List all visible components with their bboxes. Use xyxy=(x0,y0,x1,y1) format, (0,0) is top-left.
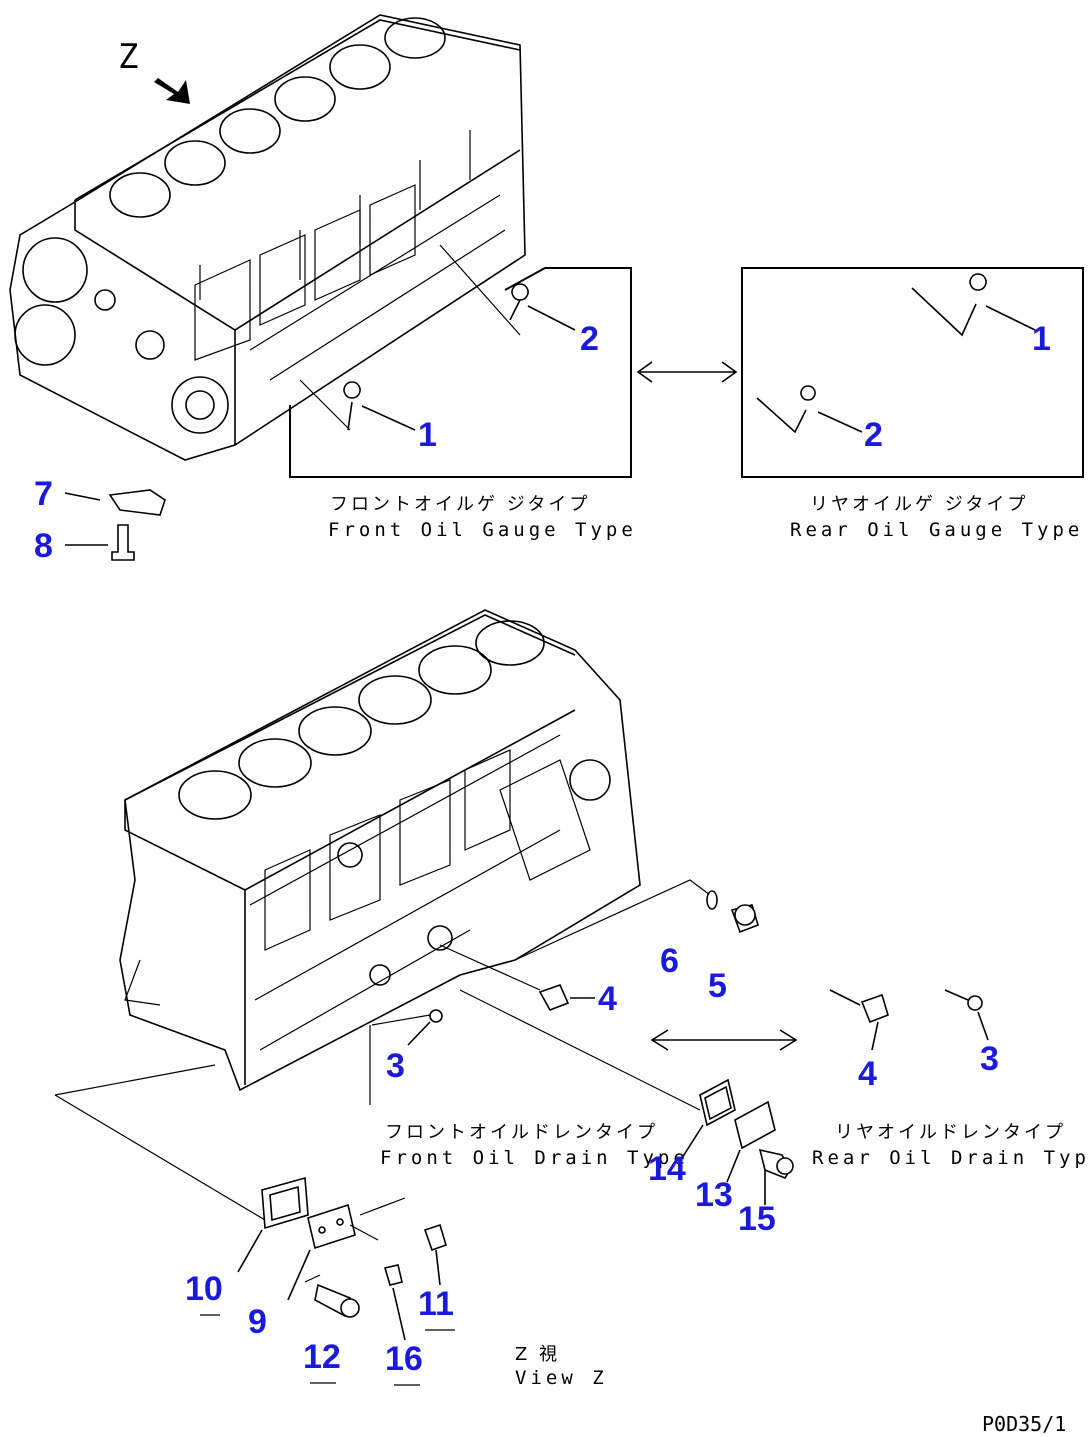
view-z-parts: 10 9 11 12 16 Z 視 View Z xyxy=(185,1176,608,1389)
cylinder-bores-bottom xyxy=(178,620,545,820)
callout-cover-z: 9 xyxy=(248,1303,267,1341)
caption-rear-gauge-jp: リヤオイルゲ ジタイプ xyxy=(810,494,1028,515)
callout-rear-dipstick: 1 xyxy=(1032,320,1051,358)
alternative-arrow-bottom xyxy=(650,1029,798,1051)
view-arrow-icon xyxy=(154,78,190,104)
callout-cover-gasket: 14 xyxy=(648,1150,686,1188)
drain-leader-lines xyxy=(54,879,711,1221)
callout-cover-bolt: 15 xyxy=(738,1200,776,1238)
caption-rear-drain-jp: リヤオイルドレンタイプ xyxy=(835,1122,1066,1143)
callout-front-dipstick-guide: 2 xyxy=(580,320,599,358)
engine-block-bottom xyxy=(119,609,641,1092)
drain-rear-parts: 4 3 リヤオイルドレンタイプ Rear Oil Drain Type xyxy=(812,989,1090,1169)
caption-front-drain-jp: フロントオイルドレンタイプ xyxy=(385,1122,658,1143)
view-z-label: Z xyxy=(118,37,138,77)
callout-cover-plate: 13 xyxy=(695,1176,733,1214)
drain-plug-front-parts: 6 5 xyxy=(660,890,759,1005)
caption-rear-gauge-en: Rear Oil Gauge Type xyxy=(790,519,1083,541)
callout-drain-plug-rear: 3 xyxy=(980,1040,999,1078)
bracket-and-bolt: 7 8 xyxy=(34,475,166,565)
rear-oil-gauge-inset: 1 2 リヤオイルゲ ジタイプ Rear Oil Gauge Type xyxy=(741,267,1084,541)
callout-front-dipstick: 1 xyxy=(418,416,437,454)
drawing-code: P0D35/1 xyxy=(982,1412,1066,1436)
caption-front-drain-en: Front Oil Drain Type xyxy=(380,1147,689,1169)
caption-front-gauge-en: Front Oil Gauge Type xyxy=(328,519,637,541)
alternative-arrow-top xyxy=(636,361,738,383)
callout-drain-valve-front: 4 xyxy=(598,980,617,1018)
drain-front-parts: 4 3 フロントオイルドレンタイプ Front Oil Drain Type xyxy=(380,980,689,1169)
callout-gasket: 6 xyxy=(660,942,679,980)
caption-front-gauge-jp: フロントオイルゲ ジタイプ xyxy=(330,494,590,515)
cylinder-bores-top xyxy=(109,17,446,218)
callout-plug: 5 xyxy=(708,967,727,1005)
callout-drain-valve-rear: 4 xyxy=(858,1055,877,1093)
callout-bracket: 7 xyxy=(34,475,53,513)
caption-view-z-en: View Z xyxy=(515,1367,608,1389)
callout-cover-gasket-z: 10 xyxy=(185,1270,223,1308)
callout-bolt-z-short: 12 xyxy=(303,1338,341,1376)
drain-cover-parts: 14 13 15 xyxy=(648,1078,794,1238)
callout-bolt-z-long: 11 xyxy=(418,1285,454,1323)
callout-drain-plug-front: 3 xyxy=(386,1047,405,1085)
front-oil-gauge-inset: 2 1 フロントオイルゲ ジタイプ Front Oil Gauge Type xyxy=(289,267,637,541)
callout-washer-z: 16 xyxy=(385,1340,423,1378)
view-z-indicator: Z xyxy=(118,37,190,104)
timing-gear-housing xyxy=(14,237,229,434)
engine-block-top xyxy=(9,14,526,461)
caption-view-z-jp: Z 視 xyxy=(515,1344,560,1365)
callout-bolt: 8 xyxy=(34,527,53,565)
caption-rear-drain-en: Rear Oil Drain Type xyxy=(812,1147,1090,1169)
callout-rear-dipstick-guide: 2 xyxy=(864,416,883,454)
